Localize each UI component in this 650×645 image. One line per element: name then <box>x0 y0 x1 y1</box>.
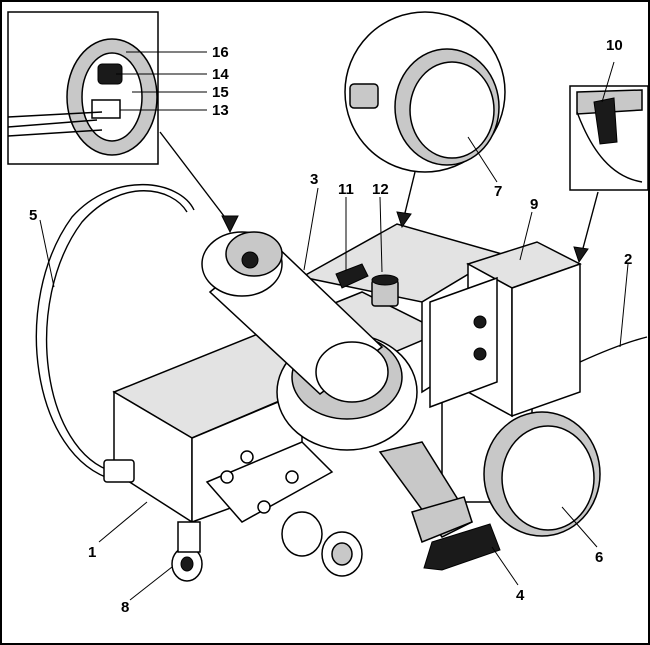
callout-9: 9 <box>530 196 538 213</box>
callout-13: 13 <box>212 102 229 119</box>
leader-lines <box>39 187 629 601</box>
inset-b-arrowhead <box>396 211 412 229</box>
callout-1: 1 <box>88 544 96 561</box>
callout-14: 14 <box>212 66 229 83</box>
callout-5: 5 <box>29 207 37 224</box>
callout-2: 2 <box>624 251 632 268</box>
side-cable <box>579 336 648 363</box>
main-switch <box>335 263 369 289</box>
callout-16: 16 <box>212 44 229 61</box>
callout-12: 12 <box>372 181 389 198</box>
callout-8: 8 <box>121 599 129 616</box>
guide-rail <box>205 441 334 523</box>
hot-air-blower <box>201 231 389 403</box>
inset-a-arrowhead <box>221 215 239 234</box>
control-knob <box>371 274 399 307</box>
castor-wheel <box>171 521 203 582</box>
inset-tool-detail <box>569 61 648 191</box>
callout-7: 7 <box>494 183 502 200</box>
inset-a-pointer <box>159 131 231 225</box>
callout-11: 11 <box>338 181 354 198</box>
callout-6: 6 <box>595 549 603 566</box>
nozzle-assembly <box>378 441 501 571</box>
callout-15: 15 <box>212 84 229 101</box>
callout-4: 4 <box>516 587 525 604</box>
mains-cable <box>35 184 195 483</box>
pressure-roller <box>281 511 363 577</box>
callout-3: 3 <box>310 171 318 188</box>
inset-roller-detail <box>344 11 506 183</box>
inset-b-pointer <box>403 171 416 218</box>
callout-labels: 1 2 3 4 5 6 7 8 9 10 11 12 13 14 15 16 <box>29 37 632 616</box>
inset-c-pointer <box>581 191 599 253</box>
callout-10: 10 <box>606 37 623 54</box>
inset-switch-detail <box>7 11 207 165</box>
bracket-plate <box>429 276 498 409</box>
inset-c-arrowhead <box>573 246 589 264</box>
